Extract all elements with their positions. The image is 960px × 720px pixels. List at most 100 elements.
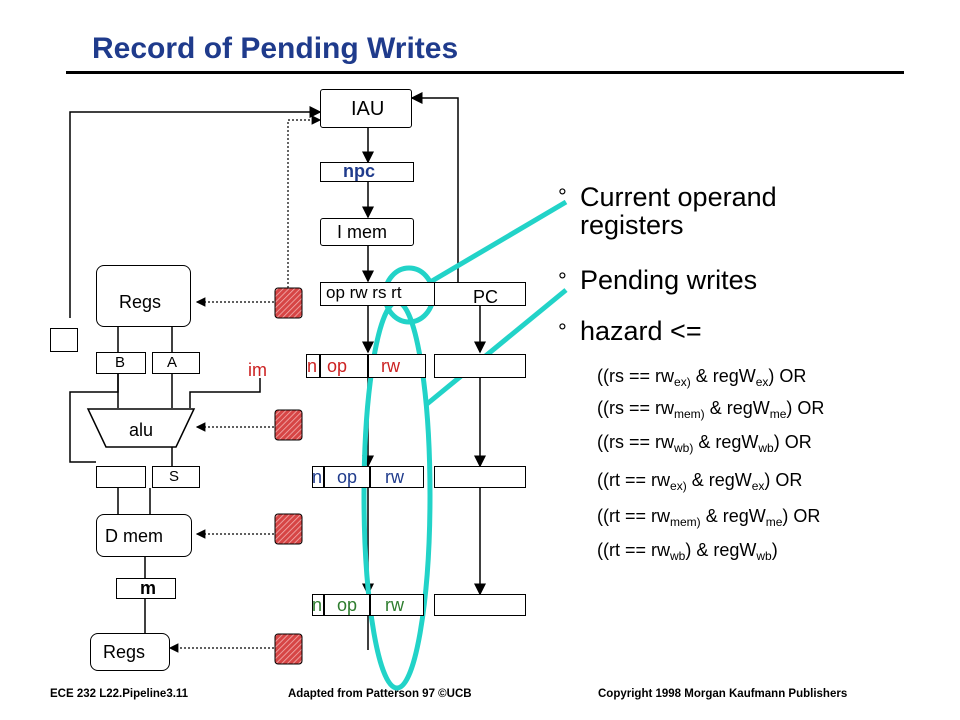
pointer-pending-writes	[425, 288, 568, 406]
mem-n-label: n	[312, 467, 323, 487]
condition-sub1: wb	[670, 549, 686, 563]
alu-shape	[86, 408, 196, 448]
a-label: A	[167, 354, 178, 371]
ex-n-label: n	[307, 356, 318, 376]
condition-sub1: ex)	[674, 375, 691, 389]
wire-imm-alu	[189, 378, 261, 408]
dmem-box: D mem	[96, 514, 192, 557]
pc-label: PC	[473, 287, 499, 307]
hazard-condition-4: ((rt == rwex) & regWex) OR	[597, 470, 802, 493]
condition-mid: & regW	[690, 366, 756, 386]
m-label: m	[140, 578, 157, 598]
imem-box: I mem	[320, 218, 414, 246]
ir-fields-label: op rw rs rt	[326, 283, 402, 302]
bullet-registers: registers	[580, 210, 684, 240]
m-register: m	[116, 578, 176, 599]
iau-box: IAU	[320, 89, 412, 128]
b-pass-register	[96, 466, 146, 488]
condition-sub1: ex)	[670, 479, 687, 493]
ex-rw-box: rw	[368, 354, 426, 378]
regs-bottom-label: Regs	[103, 642, 146, 662]
control-box-id	[274, 287, 303, 319]
mem-n-box: n	[312, 466, 324, 488]
hazard-condition-1: ((rs == rwex) & regWex) OR	[597, 366, 806, 389]
mem-op-box: op	[324, 466, 370, 488]
ex-op-box: op	[320, 354, 368, 378]
condition-post: ) OR	[786, 398, 825, 418]
b-label: B	[115, 354, 126, 371]
wb-rw-box: rw	[370, 594, 424, 616]
wb-rw-label: rw	[385, 595, 404, 615]
condition-mid: & regW	[704, 398, 770, 418]
footer-copyright: Copyright 1998 Morgan Kaufmann Publisher…	[598, 688, 848, 700]
pointer-operand-registers	[430, 199, 568, 284]
dmem-label: D mem	[105, 526, 163, 546]
alu-label: alu	[129, 420, 154, 440]
wire-pc-iau	[410, 92, 459, 282]
ex-rw-label: rw	[381, 356, 400, 376]
condition-sub1: mem)	[674, 407, 705, 421]
bullet-marker-2: °	[558, 268, 567, 293]
ex-pc-box	[434, 354, 526, 378]
s-register: S	[152, 466, 200, 488]
a-register: A	[152, 352, 200, 374]
hazard-condition-2: ((rs == rwmem) & regWme) OR	[597, 398, 824, 421]
wb-op-label: op	[337, 595, 358, 615]
bullet-current-operand: Current operand	[580, 182, 777, 212]
mem-op-label: op	[337, 467, 358, 487]
wb-n-label: n	[312, 595, 323, 615]
bullet-marker-3: °	[558, 319, 567, 344]
regs-bottom-box: Regs	[90, 633, 170, 671]
condition-pre: ((rt == rw	[597, 540, 671, 560]
condition-mid: & regW	[693, 432, 759, 452]
hazard-condition-3: ((rs == rwwb) & regWwb) OR	[597, 432, 812, 455]
bullet-pending-writes: Pending writes	[580, 265, 758, 295]
regs-top-label: Regs	[119, 292, 162, 312]
footer-attribution: Adapted from Patterson 97 ©UCB	[288, 688, 472, 700]
footer-course: ECE 232 L22.Pipeline3.11	[50, 688, 189, 700]
wb-pc-box	[434, 594, 526, 616]
condition-sub1: mem)	[670, 515, 701, 529]
wb-n-box: n	[312, 594, 324, 616]
condition-pre: ((rt == rw	[597, 506, 671, 526]
condition-post: ) OR	[782, 506, 821, 526]
condition-sub2: me	[769, 407, 787, 421]
control-box-ex	[274, 409, 303, 441]
ex-n-box: n	[306, 354, 320, 378]
condition-mid: & regW	[686, 470, 752, 490]
dotted-ctrl-iau	[287, 115, 322, 288]
condition-pre: ((rs == rw	[597, 398, 675, 418]
b-register: B	[96, 352, 146, 374]
mem-rw-box: rw	[370, 466, 424, 488]
ir-fields-box: op rw rs rt	[320, 282, 436, 306]
control-box-wb	[274, 633, 303, 665]
condition-pre: ((rs == rw	[597, 366, 675, 386]
condition-post: ) OR	[773, 432, 812, 452]
ex-op-label: op	[327, 356, 348, 376]
condition-pre: ((rt == rw	[597, 470, 671, 490]
mem-pc-box	[434, 466, 526, 488]
condition-mid: ) & regW	[685, 540, 757, 560]
wire-left-loop	[69, 106, 322, 318]
slide-title: Record of Pending Writes	[92, 32, 459, 65]
condition-sub1: wb)	[674, 441, 694, 455]
condition-sub2: ex	[755, 375, 769, 389]
condition-sub2: me	[765, 515, 783, 529]
iau-label: IAU	[351, 98, 385, 120]
condition-mid: & regW	[700, 506, 766, 526]
bypass-box	[50, 328, 78, 352]
ex-imm-label: im	[248, 360, 267, 380]
npc-label: npc	[343, 161, 376, 181]
hazard-condition-6: ((rt == rwwb) & regWwb)	[597, 540, 778, 563]
wb-op-box: op	[324, 594, 370, 616]
s-label: S	[169, 468, 180, 485]
mem-rw-label: rw	[385, 467, 404, 487]
regs-top-box: Regs	[96, 265, 191, 327]
condition-post: )	[771, 540, 778, 560]
npc-box: npc	[320, 161, 414, 182]
condition-post: ) OR	[768, 366, 807, 386]
control-box-mem	[274, 513, 303, 545]
condition-post: ) OR	[764, 470, 803, 490]
imem-label: I mem	[337, 222, 388, 242]
pc-box: PC	[434, 282, 526, 307]
